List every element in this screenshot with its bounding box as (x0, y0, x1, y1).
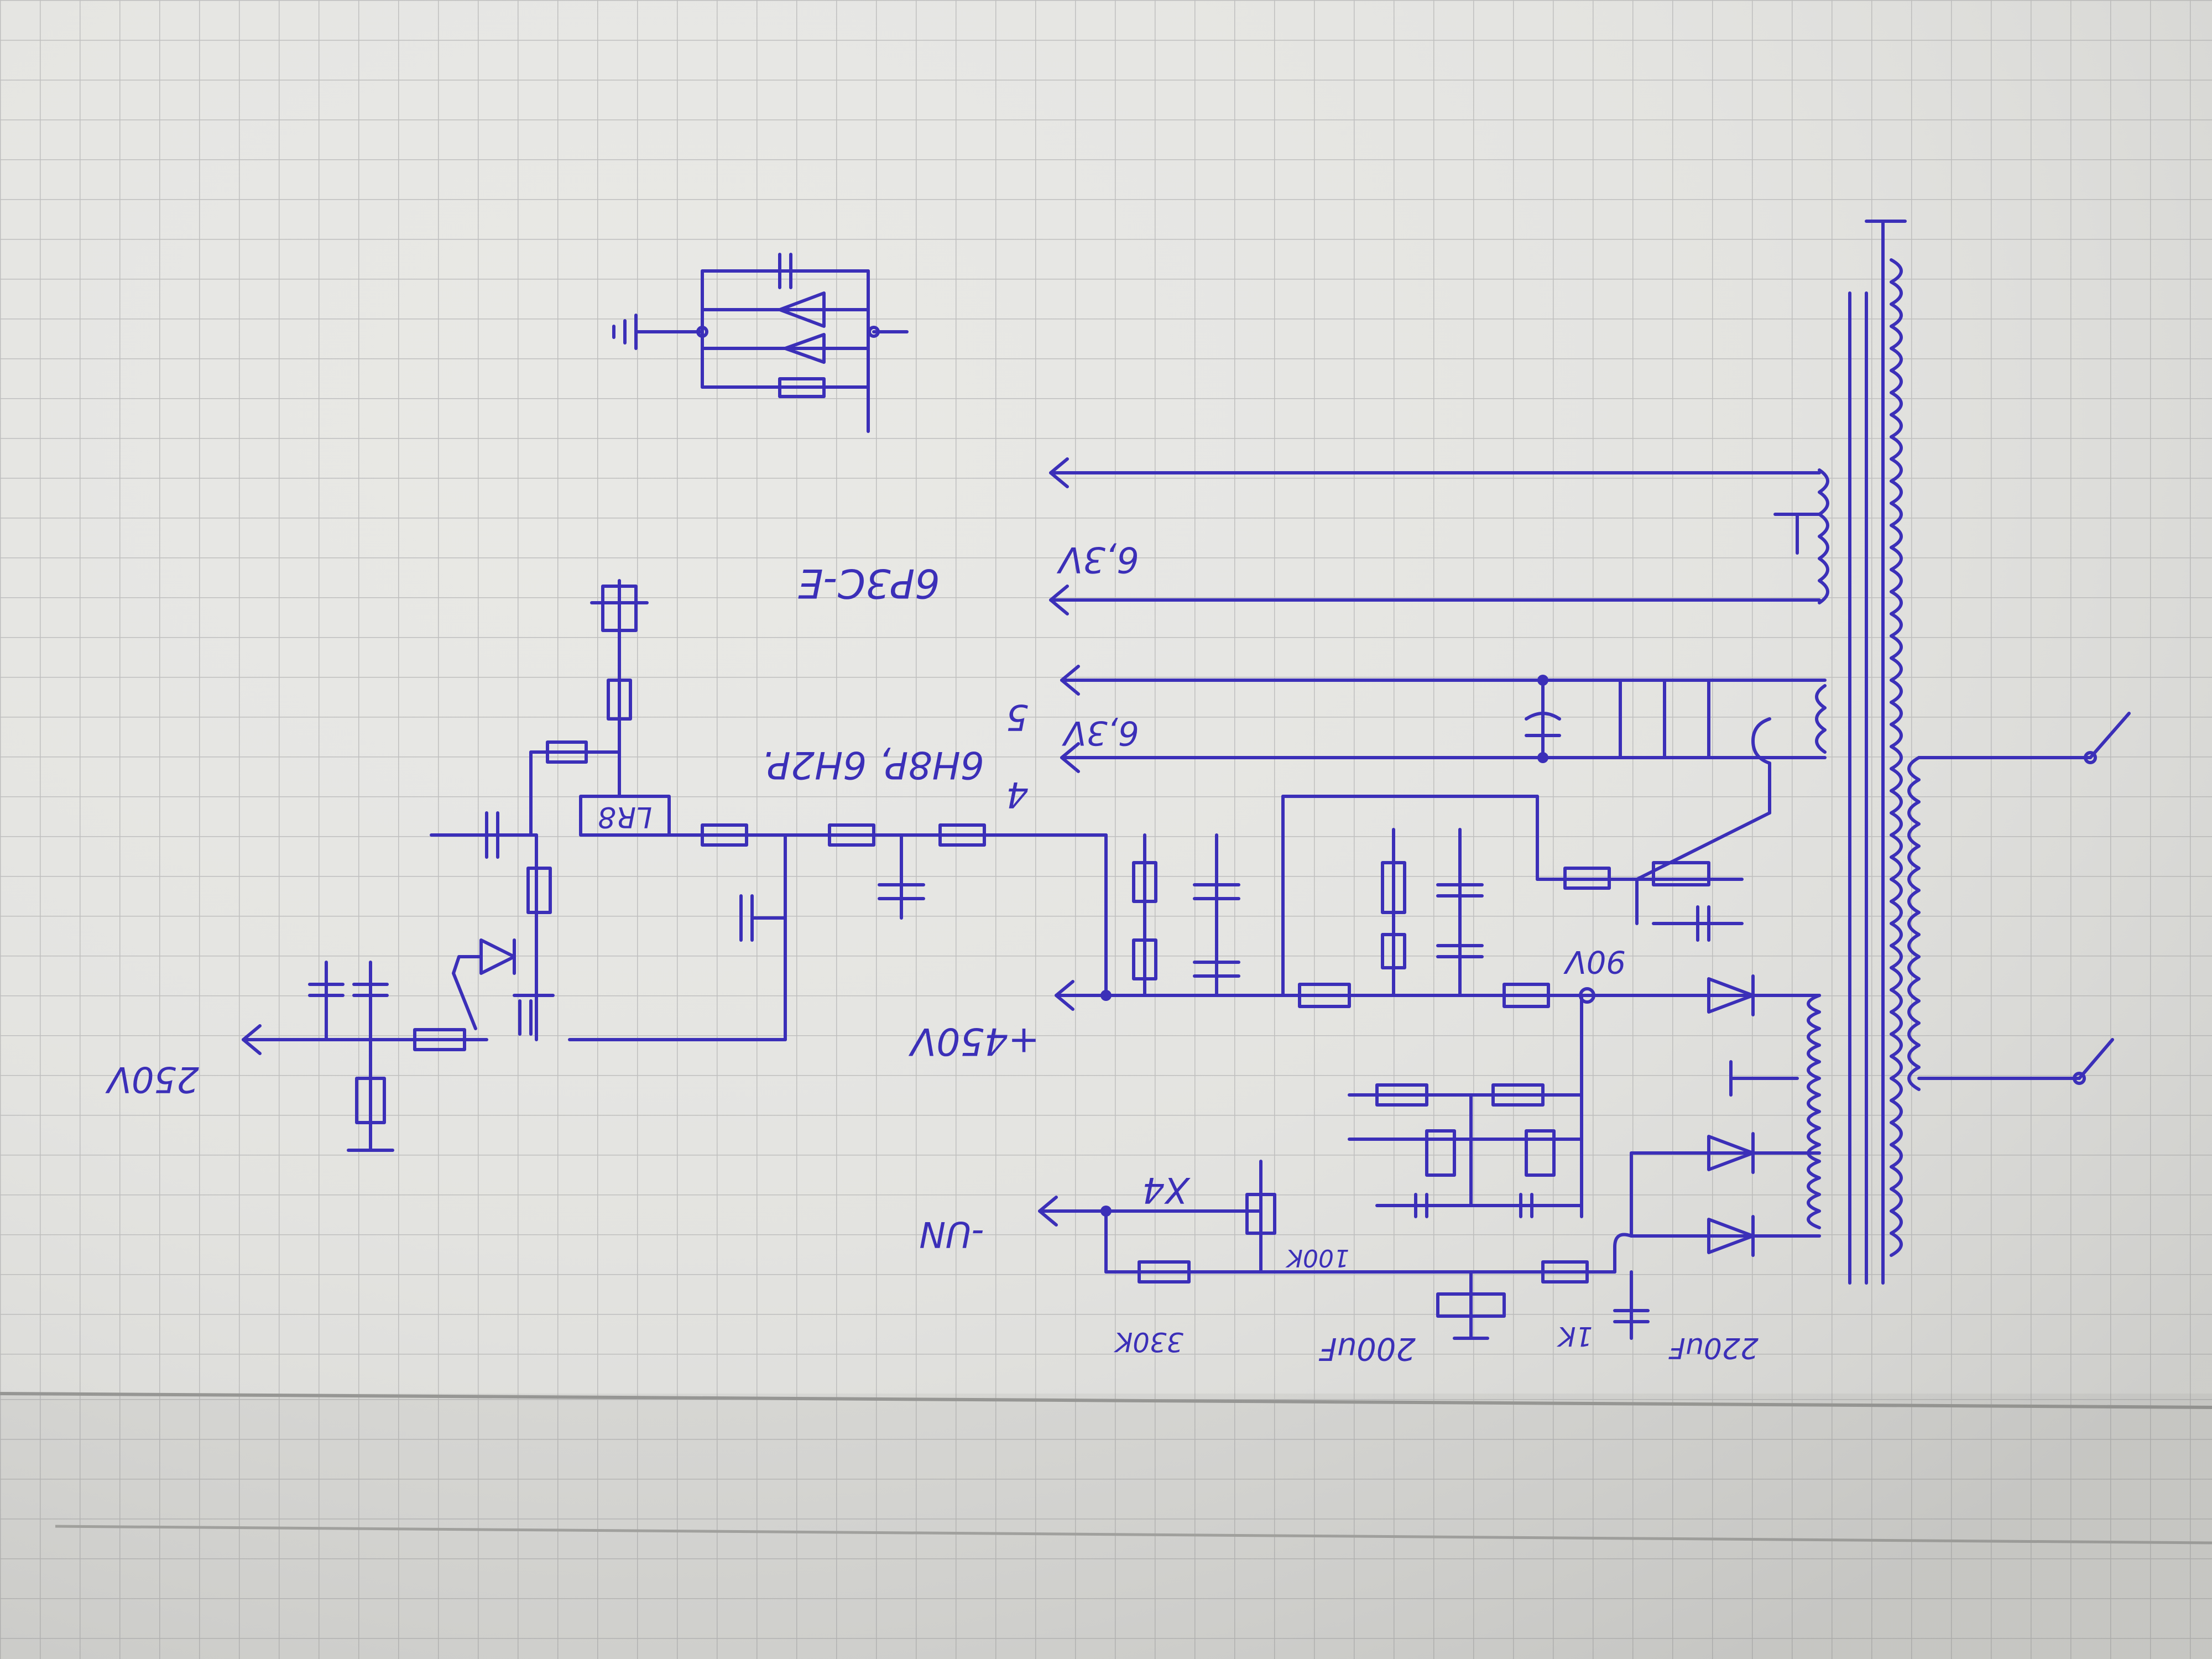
heater-label-lower: 6,3V (1062, 713, 1139, 752)
amp-tubes-label: 6H8P, 6H2P. (761, 743, 984, 786)
heater-winding-rectifier (1049, 457, 1829, 615)
transformer (1848, 220, 2131, 1285)
x4-label: X4 (1142, 1169, 1191, 1210)
pin-4-label: 4 (1006, 774, 1029, 815)
neg-un-label: -UN (919, 1213, 984, 1254)
output-voltage-label: 250V (105, 1058, 199, 1099)
regulator-section: LR8 (242, 579, 1108, 1152)
heater-label-upper: 6,3V (1056, 539, 1139, 580)
rectifier-tube-label: 6P3C-E (798, 560, 940, 607)
regulator-label: LR8 (598, 800, 652, 833)
c200uf-label: 200uF (1319, 1331, 1416, 1366)
heater-winding-amp (1060, 665, 1827, 997)
primary-winding (1890, 258, 1903, 1257)
bias-voltage-label: 90V (1563, 943, 1626, 979)
r1k-label: 1K (1556, 1321, 1593, 1352)
small-filter-circuit (612, 253, 909, 433)
pin-5-label: 5 (1006, 696, 1029, 737)
b-plus-label: +450V (908, 1019, 1040, 1063)
r100k-label: 100K (1285, 1244, 1349, 1272)
c220uf-label: 220uF (1668, 1331, 1759, 1364)
negative-supply (1038, 1160, 1650, 1340)
mains-winding (1907, 756, 1921, 1091)
hv-rail (1055, 828, 1821, 1274)
r330k-label: 330K (1113, 1326, 1183, 1357)
